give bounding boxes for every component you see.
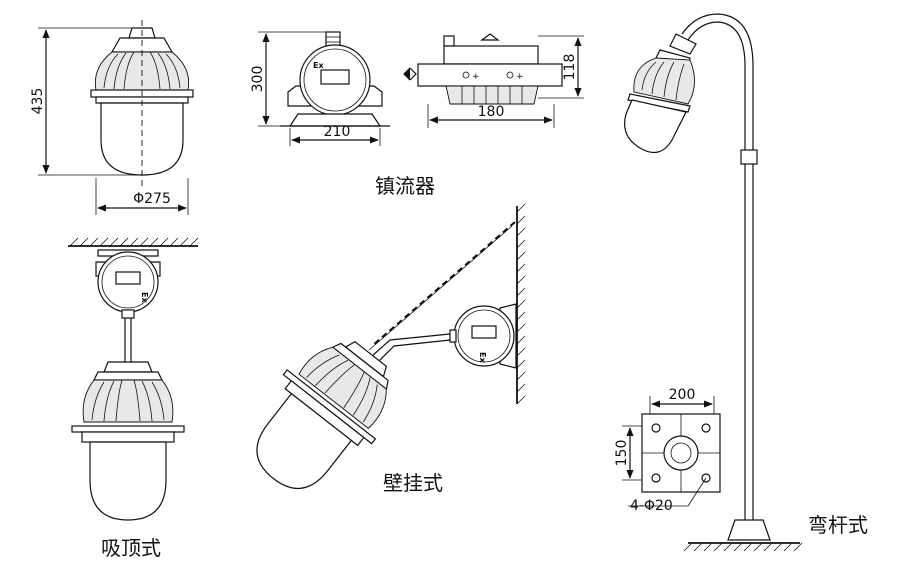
dim-ballast-depth: 118 [562, 54, 578, 81]
pole-base-plate: 200 150 4-Φ20 [614, 387, 721, 514]
label-pole-mount: 弯杆式 [808, 513, 868, 537]
label-ballast: 镇流器 [375, 174, 435, 198]
dim-base-height: 150 [614, 440, 630, 467]
label-ceiling-mount: 吸顶式 [101, 536, 161, 560]
dim-base-holes: 4-Φ20 [630, 498, 673, 514]
lamp-front-view: 435 Φ275 [30, 20, 194, 215]
svg-text:+: + [516, 72, 524, 82]
label-wall-mount: 壁挂式 [383, 471, 443, 495]
svg-text:+: + [472, 72, 480, 82]
dim-lamp-height: 435 [30, 88, 46, 115]
dim-ballast-width: 210 [324, 124, 351, 140]
ex-mark-wall: Ex [478, 352, 487, 363]
pole-mount-lamp [624, 13, 803, 552]
dim-base-width: 200 [669, 387, 696, 403]
dim-lamp-diameter: Φ275 [133, 191, 171, 207]
ex-mark-ceiling: Ex [140, 292, 149, 303]
wall-mount-lamp: Ex [256, 203, 526, 490]
ballast-side-view: + + 118 180 [403, 33, 584, 128]
dim-ballast-length: 180 [478, 104, 505, 120]
dim-ballast-height: 300 [250, 66, 266, 93]
ballast-front-view: Ex 300 210 [250, 31, 390, 146]
ex-mark-ballast: Ex [313, 61, 324, 70]
ceiling-mount-lamp: Ex [68, 237, 199, 521]
